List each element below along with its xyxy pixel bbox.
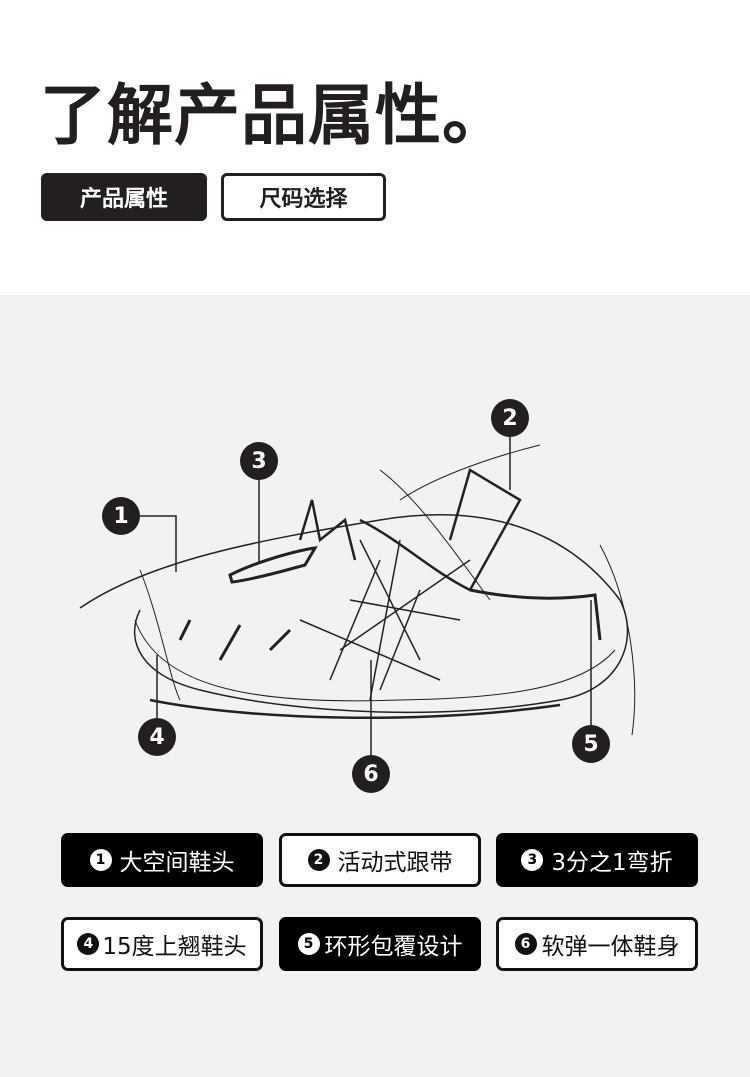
marker-6[interactable]: 6 [352,755,390,793]
feature-button-1[interactable]: 1 大空间鞋头 [61,833,263,887]
marker-2[interactable]: 2 [491,399,529,437]
marker-4[interactable]: 4 [138,718,176,756]
feature-button-2[interactable]: 2 活动式跟带 [279,833,481,887]
marker-3[interactable]: 3 [240,442,278,480]
tab-product-attributes[interactable]: 产品属性 [41,173,207,221]
number-badge: 5 [297,933,320,955]
feature-label: 大空间鞋头 [119,850,235,876]
feature-label: 环形包覆设计 [324,934,463,960]
marker-5[interactable]: 5 [572,725,610,763]
number-badge: 1 [89,849,112,871]
marker-1[interactable]: 1 [102,497,140,535]
feature-button-3[interactable]: 3 3分之1弯折 [496,833,698,887]
number-badge: 6 [514,933,537,955]
feature-label: 软弹一体鞋身 [541,934,680,960]
feature-label: 活动式跟带 [337,850,453,876]
tab-size-selection[interactable]: 尺码选择 [221,173,386,221]
feature-label: 15度上翘鞋头 [102,934,247,960]
number-badge: 4 [77,933,100,955]
feature-label: 3分之1弯折 [551,850,673,876]
page-title: 了解产品属性。 [40,77,509,154]
number-badge: 2 [307,849,330,871]
number-badge: 3 [521,849,544,871]
